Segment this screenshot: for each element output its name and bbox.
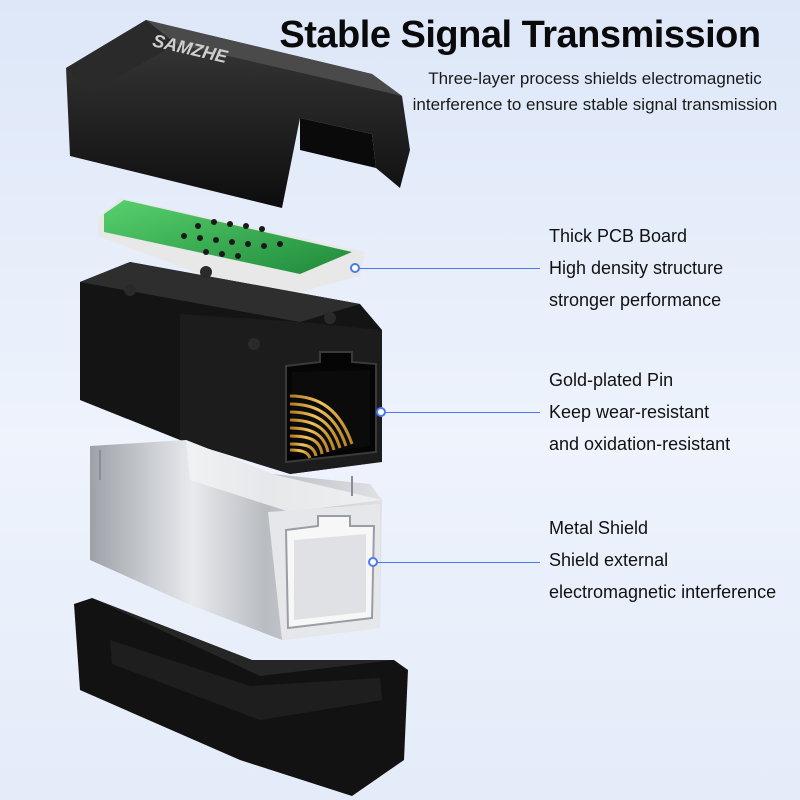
pin-callout-line-2: and oxidation-resistant (549, 434, 731, 454)
pcb-callout: Thick PCB Board High density structure s… (549, 220, 723, 316)
pin-callout-title: Gold-plated Pin (549, 370, 674, 390)
shield-callout-line-1: Shield external (549, 550, 669, 570)
pcb-callout-dot (350, 263, 360, 273)
shield-callout-line (378, 562, 540, 563)
pin-callout: Gold-plated Pin Keep wear-resistant and … (549, 364, 730, 460)
pcb-board (98, 198, 365, 300)
metal-shield (90, 440, 382, 640)
page-subtitle: Three-layer process shields electromagne… (412, 69, 778, 114)
pin-callout-dot (376, 407, 386, 417)
top-cover (66, 20, 410, 208)
pcb-callout-line-1: High density structure (549, 258, 724, 278)
gold-pins (289, 394, 354, 459)
pcb-callout-line (360, 268, 540, 269)
page-title: Stable Signal Transmission (279, 14, 761, 56)
pcb-callout-title: Thick PCB Board (549, 226, 688, 246)
shield-callout-dot (368, 557, 378, 567)
shield-callout-line-2: electromagnetic interference (549, 582, 777, 602)
bottom-cover (74, 598, 408, 796)
pin-callout-line-1: Keep wear-resistant (549, 402, 710, 422)
pin-callout-line (386, 412, 540, 413)
pcb-callout-line-2: stronger performance (549, 290, 722, 310)
shield-callout-title: Metal Shield (549, 518, 649, 538)
shield-callout: Metal Shield Shield external electromagn… (549, 512, 776, 608)
